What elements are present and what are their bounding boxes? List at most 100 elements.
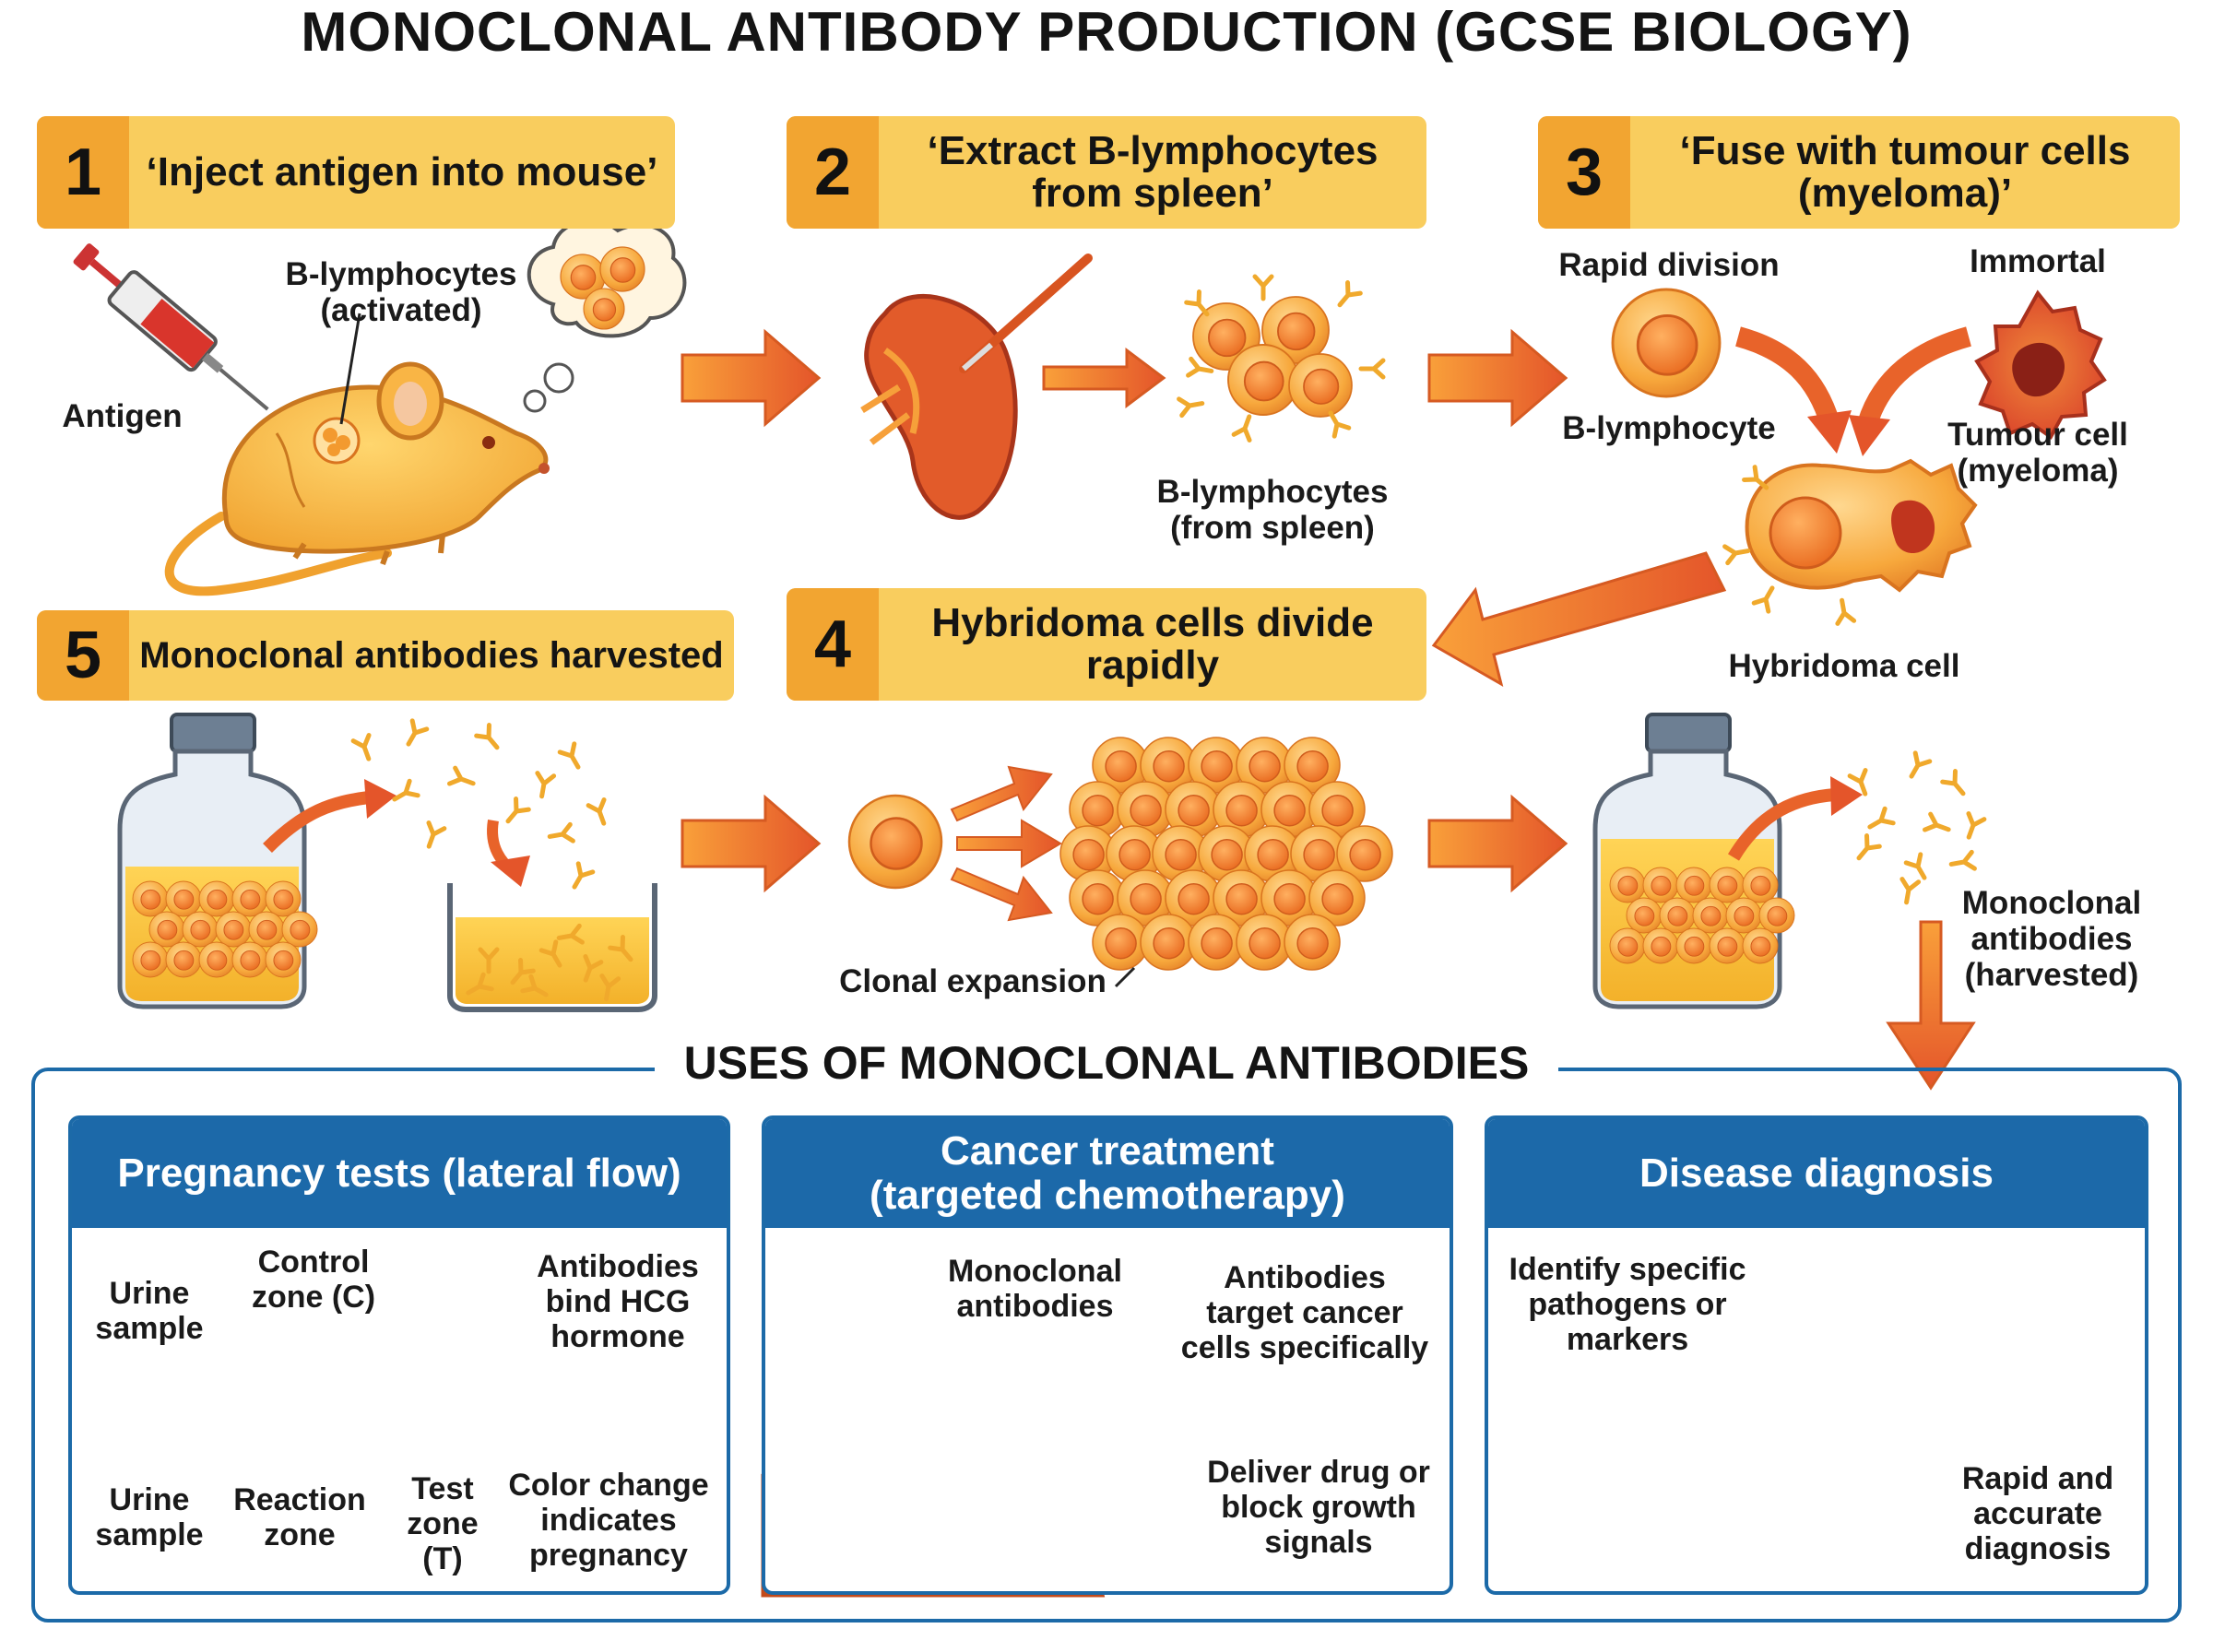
cell [1742, 867, 1779, 903]
disease-panel: Disease diagnosis [1485, 1115, 2148, 1595]
antibody [1852, 836, 1879, 864]
rapid-accurate-label: Rapid and accurate diagnosis [1961, 1461, 2114, 1567]
antibody [502, 799, 528, 827]
cell [1709, 867, 1746, 903]
cell [265, 880, 302, 917]
antibody [1865, 808, 1893, 834]
arrow-4-to-harvest [1427, 794, 1568, 893]
target-cancer-label: Antibodies target cancer cells specifica… [1180, 1260, 1429, 1366]
reaction-zone-label: Reaction zone [233, 1482, 366, 1553]
test-zone-label: Test zone (T) [407, 1471, 479, 1577]
cell [1725, 897, 1762, 934]
antibody [477, 726, 503, 753]
flask-left-cells [132, 880, 318, 978]
arrow-flask-to-antibodies [263, 791, 370, 853]
arrow-spleen-to-cells [1042, 348, 1166, 408]
arrow-flask-right-out [1727, 788, 1836, 861]
step-5-box: 5 Monoclonal antibodies harvested [37, 610, 734, 701]
clonal-expansion-cluster [1059, 737, 1393, 971]
urine-sample-bottom-label: Urine sample [95, 1482, 204, 1553]
cell [1236, 914, 1293, 971]
antibody [353, 736, 376, 762]
pregnancy-panel: Pregnancy tests (lateral flow) [68, 1115, 730, 1595]
cell [1609, 867, 1646, 903]
step-3-text: ‘Fuse with tumour cells (myeloma)’ [1679, 127, 2131, 216]
antibody [1899, 879, 1919, 904]
cell [182, 911, 219, 948]
cell [198, 941, 235, 978]
step-2-text: ‘Extract B-lymphocytes from spleen’ [927, 127, 1379, 216]
urine-sample-top-label: Urine sample [95, 1276, 204, 1347]
cell [1140, 914, 1197, 971]
step-2-box: 2 ‘Extract B-lymphocytes from spleen’ [787, 116, 1426, 229]
step-5-text: Monoclonal antibodies harvested [139, 635, 724, 676]
tumour-cell-label: Tumour cell (myeloma) [1947, 417, 2128, 490]
pregnancy-title: Pregnancy tests (lateral flow) [72, 1119, 727, 1228]
cell [248, 911, 285, 948]
antibody [1950, 852, 1975, 872]
identify-pathogens-label: Identify specific pathogens or markers [1509, 1252, 1746, 1358]
cell [1675, 867, 1712, 903]
monoclonal-harvested-label: Monoclonal antibodies (harvested) [1961, 885, 2142, 994]
thought-bubble-icon [523, 218, 687, 413]
step-4-number: 4 [787, 588, 879, 701]
antibody [401, 721, 427, 749]
cell [1642, 867, 1679, 903]
cell [165, 880, 202, 917]
step-4-text: Hybridoma cells divide rapidly [931, 599, 1374, 688]
b-cells-spleen-icon [1179, 277, 1383, 440]
arrow-5-to-4 [680, 794, 822, 893]
antibody [1943, 772, 1970, 799]
collection-dish-icon [447, 883, 657, 1012]
color-change-label: Color change indicates pregnancy [508, 1468, 709, 1574]
step-3-box: 3 ‘Fuse with tumour cells (myeloma)’ [1538, 116, 2180, 229]
cell [231, 880, 268, 917]
cell [132, 880, 169, 917]
step-2-number: 2 [787, 116, 879, 229]
arrow-down-to-uses [1886, 920, 1976, 1091]
antibody [549, 824, 574, 844]
antibody [1961, 814, 1984, 841]
cell [132, 941, 169, 978]
antibody [390, 781, 418, 807]
antibody [567, 864, 593, 891]
single-hybridoma-cell [847, 794, 943, 890]
b-lymphocytes-activated-label: B-lymphocytes (activated) [285, 256, 517, 329]
monoclonal-antibodies-label: Monoclonal antibodies [948, 1254, 1122, 1325]
syringe-icon [73, 243, 269, 411]
cell [1692, 897, 1729, 934]
arrow-b-to-hybridoma [1734, 326, 1840, 428]
hybridoma-cell-icon [1725, 458, 1978, 623]
arrow-3-to-4 [1431, 551, 1727, 688]
clonal-arrows [950, 765, 1062, 922]
control-zone-label: Control zone (C) [251, 1245, 376, 1316]
cell [148, 911, 185, 948]
b-lymphocytes-spleen-label: B-lymphocytes (from spleen) [1156, 474, 1389, 547]
step-5-number: 5 [37, 610, 129, 701]
arrow-2-to-3 [1427, 328, 1568, 428]
cell [1092, 914, 1149, 971]
cell [1709, 927, 1746, 964]
cell [215, 911, 252, 948]
cell [1758, 897, 1795, 934]
step-1-number: 1 [37, 116, 129, 229]
cell [1188, 914, 1245, 971]
cell [1675, 927, 1712, 964]
cell [231, 941, 268, 978]
cell [1742, 927, 1779, 964]
step-1-text: ‘Inject antigen into mouse’ [146, 148, 658, 195]
cell [265, 941, 302, 978]
antigen-label: Antigen [62, 398, 183, 434]
cell [281, 911, 318, 948]
cell [198, 880, 235, 917]
antibody [1925, 814, 1952, 837]
antibody [560, 744, 586, 772]
cell [1284, 914, 1341, 971]
antibody [1906, 855, 1932, 882]
tumour-cell-icon [1974, 289, 2107, 440]
step-1-box: 1 ‘Inject antigen into mouse’ [37, 116, 675, 229]
step-4-box: 4 Hybridoma cells divide rapidly [787, 588, 1426, 701]
hybridoma-cell-label: Hybridoma cell [1728, 648, 1960, 684]
antibody [450, 768, 477, 791]
cell [1642, 927, 1679, 964]
